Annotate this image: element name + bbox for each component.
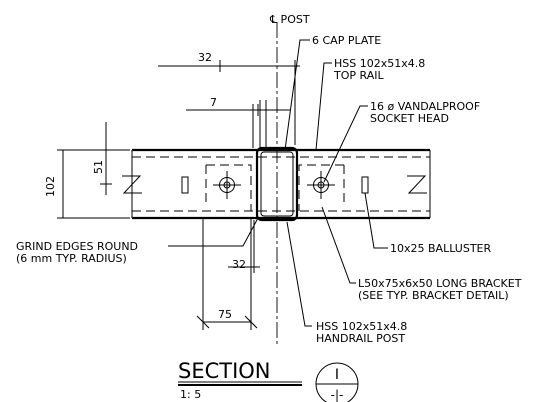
- dimension-102: [57, 149, 130, 219]
- right-baluster: [361, 176, 369, 194]
- dimension-7: [186, 104, 290, 148]
- baluster-leader: [364, 192, 388, 249]
- socket-head-label-1: 16 ø VANDALPROOF: [370, 100, 480, 113]
- left-bracket: [205, 164, 252, 211]
- dimension-top-32-label: 32: [198, 51, 212, 64]
- top-rail-leader: [315, 62, 332, 151]
- cap-plate-label: 6 CAP PLATE: [312, 34, 381, 47]
- right-break-symbol: [407, 175, 427, 194]
- cap-plate-leader: [284, 39, 310, 151]
- bracket-label-2: (SEE TYP. BRACKET DETAIL): [358, 289, 509, 302]
- section-sheet-ref: -|-: [331, 388, 344, 402]
- socket-head-label-2: SOCKET HEAD: [370, 112, 449, 125]
- section-number: I: [335, 367, 339, 383]
- right-bracket: [298, 164, 345, 211]
- grind-edges-label-1: GRIND EDGES ROUND: [16, 240, 138, 253]
- top-rail: [131, 148, 431, 220]
- baluster-label: 10x25 BALLUSTER: [390, 242, 491, 255]
- dimension-7-label: 7: [210, 96, 217, 109]
- dimension-102-label: 102: [44, 176, 57, 197]
- grind-edges-leader: [168, 217, 259, 247]
- bracket-leader: [321, 206, 356, 284]
- left-break-symbol: [122, 175, 142, 194]
- handrail-post-label-1: HSS 102x51x4.8: [316, 320, 407, 333]
- section-title: SECTION: [178, 359, 271, 383]
- dimension-75: [196, 218, 258, 330]
- handrail-post-leader: [286, 221, 312, 327]
- top-rail-label-2: TOP RAIL: [333, 69, 384, 82]
- dimension-75-label: 75: [218, 308, 232, 321]
- section-mark-bubble: [315, 362, 359, 402]
- top-rail-label-1: HSS 102x51x4.8: [334, 57, 425, 70]
- handrail-post-label-2: HANDRAIL POST: [316, 332, 405, 345]
- post-centerline-label: ℄ POST: [269, 13, 310, 26]
- socket-head-leader: [323, 105, 368, 183]
- dimension-51-label: 51: [92, 160, 105, 174]
- dimension-51: [100, 122, 112, 195]
- dimension-top-32: [158, 60, 300, 145]
- left-baluster: [181, 176, 189, 194]
- dimension-bottom-32: [228, 220, 260, 273]
- dimension-bottom-32-label: 32: [232, 258, 246, 271]
- right-socket-head-bolt: [307, 171, 335, 199]
- left-socket-head-bolt: [213, 171, 241, 199]
- bracket-label-1: L50x75x6x50 LONG BRACKET: [358, 277, 522, 290]
- grind-edges-label-2: (6 mm TYP. RADIUS): [16, 252, 127, 265]
- section-scale: 1: 5: [180, 388, 201, 401]
